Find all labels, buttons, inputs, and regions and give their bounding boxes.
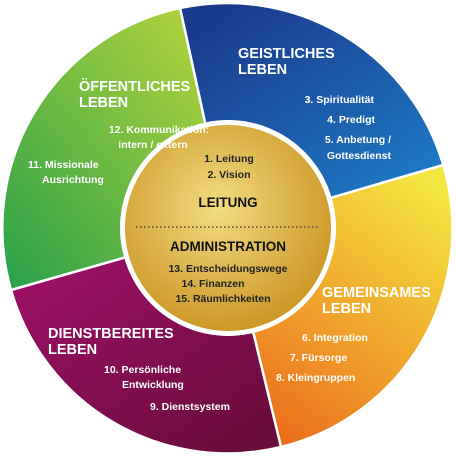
geistliches-title-line2: LEBEN bbox=[238, 62, 287, 78]
item-gottesdienst: Gottesdienst bbox=[327, 150, 392, 162]
dienstbereites-title-line2: LEBEN bbox=[48, 342, 97, 358]
hub-item-finanzen: 14. Finanzen bbox=[181, 278, 244, 290]
item-integration: 6. Integration bbox=[302, 332, 368, 344]
oeffentliches-title-line2: LEBEN bbox=[79, 95, 128, 111]
item-entwicklung: Entwicklung bbox=[122, 379, 184, 391]
item-predigt: 4. Predigt bbox=[327, 114, 375, 126]
oeffentliches-title-line1: ÖFFENTLICHES bbox=[79, 78, 190, 95]
item-intern-extern: intern / extern bbox=[118, 139, 187, 151]
item-missionale: 11. Missionale bbox=[28, 159, 99, 171]
gemeinsames-title-line1: GEMEINSAMES bbox=[322, 285, 431, 301]
dienstbereites-title-line1: DIENSTBEREITES bbox=[48, 326, 174, 342]
item-dienstsystem: 9. Dienstsystem bbox=[150, 401, 230, 413]
item-spiritualitaet: 3. Spiritualität bbox=[305, 94, 375, 106]
hub-title-administration: ADMINISTRATION bbox=[170, 239, 286, 254]
hub-item-vision: 2. Vision bbox=[208, 169, 251, 181]
hub-item-raeumlichkeiten: 15. Räumlichkeiten bbox=[175, 293, 270, 305]
hub-item-leitung: 1. Leitung bbox=[204, 153, 254, 165]
item-fuersorge: 7. Fürsorge bbox=[290, 352, 347, 364]
hub-title-leitung: LEITUNG bbox=[198, 195, 257, 210]
gemeinsames-title-line2: LEBEN bbox=[322, 301, 371, 317]
item-anbetung: 5. Anbetung / bbox=[325, 134, 391, 146]
item-ausrichtung: Ausrichtung bbox=[42, 174, 104, 186]
item-kleingruppen: 8. Kleingruppen bbox=[276, 372, 355, 384]
item-persoenliche: 10. Persönliche bbox=[104, 364, 181, 376]
item-kommunikation: 12. Kommunikation: bbox=[109, 124, 209, 136]
hub-circle bbox=[125, 125, 331, 331]
geistliches-title-line1: GEISTLICHES bbox=[238, 46, 335, 62]
hub-item-entscheidungswege: 13. Entscheidungswege bbox=[168, 263, 287, 275]
